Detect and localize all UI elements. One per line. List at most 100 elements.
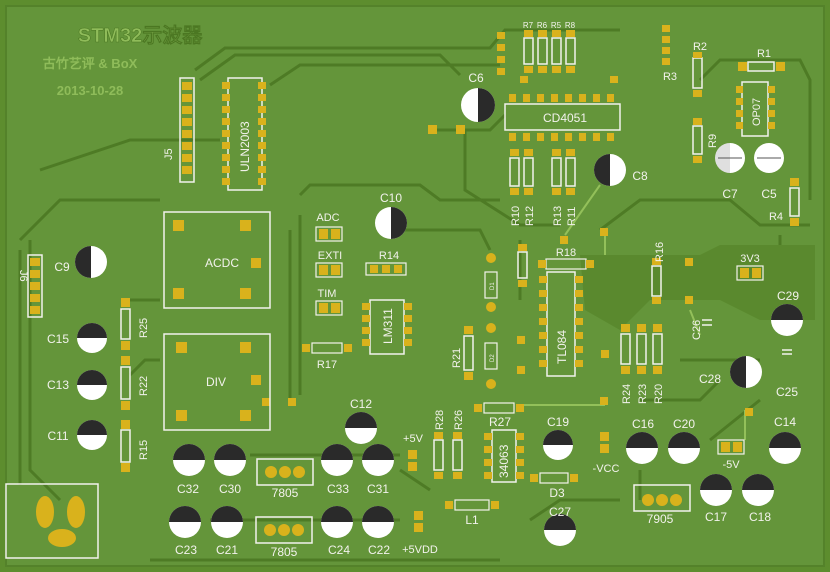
label-uln2003: ULN2003 — [238, 121, 252, 172]
label-acdc: ACDC — [205, 256, 239, 270]
label-r22: R22 — [138, 376, 150, 396]
label-r9: R9 — [707, 134, 719, 148]
diode-d3: D3 — [530, 472, 578, 500]
label-d2: D2 — [490, 354, 496, 362]
resistors-r10-r13: R10 R12 R13 R11 — [509, 149, 578, 226]
jumper-tim: TIM — [315, 288, 343, 316]
label-c33: C33 — [327, 482, 349, 496]
label-c27: C27 — [549, 505, 571, 519]
j6-header: J6 — [17, 254, 43, 318]
label-d3: D3 — [549, 486, 565, 500]
regulator-7905: 7905 — [633, 484, 691, 526]
capacitor-c13: C13 — [47, 370, 107, 400]
capacitor-c21: C21 — [211, 506, 243, 557]
label-r17: R17 — [317, 359, 337, 371]
label-c8: C8 — [632, 169, 648, 183]
label-exti: EXTI — [318, 250, 342, 262]
resistor-r1: R1 — [738, 48, 785, 72]
label-r2: R2 — [693, 41, 707, 53]
tl084-ic: TL084 — [539, 271, 583, 377]
resistor-unlabeled — [517, 244, 528, 287]
label-c28: C28 — [699, 372, 721, 386]
power-jack — [5, 483, 99, 559]
regulator-7805-b: 7805 — [255, 516, 313, 559]
label-cd4051: CD4051 — [543, 111, 587, 125]
resistor-r18: R18 — [538, 247, 594, 270]
label-r18: R18 — [556, 247, 576, 259]
label-c26: C26 — [691, 320, 703, 340]
label-r12: R12 — [524, 206, 536, 226]
capacitor-c25: C25 — [776, 349, 798, 399]
capacitor-c32: C32 — [173, 444, 205, 496]
label-j6: J6 — [17, 270, 29, 282]
capacitor-c20: C20 — [668, 417, 700, 464]
board-title: STM32示波器 — [78, 24, 203, 47]
resistors-r26-r28: R28 R26 — [433, 410, 465, 479]
resistor-bank-top: R7 R6 R5 R8 — [523, 21, 576, 73]
label-c15: C15 — [47, 332, 69, 346]
label-r21: R21 — [451, 348, 463, 368]
label-c19: C19 — [547, 415, 569, 429]
label-tim: TIM — [318, 288, 337, 300]
label-c9: C9 — [54, 260, 70, 274]
uln2003-ic: ULN2003 — [222, 77, 266, 191]
capacitor-c31: C31 — [362, 444, 394, 496]
capacitor-c28: C28 — [699, 356, 762, 388]
label-c6: C6 — [468, 71, 484, 85]
label-minus5v: -5V — [722, 459, 740, 471]
label-r24: R24 — [621, 384, 633, 404]
board-subtitle: 古竹艺评 & BoX — [43, 56, 138, 71]
label-c17: C17 — [705, 510, 727, 524]
resistors-r20-r24: R24 R23 R20 — [620, 324, 665, 404]
resistor-r27: R27 — [474, 402, 524, 429]
resistor-r2: R2 — [692, 41, 707, 97]
label-plus5v: +5V — [403, 433, 424, 445]
capacitor-c12: C12 — [345, 397, 377, 444]
lm311-ic: LM311 — [362, 299, 412, 355]
label-c23: C23 — [175, 543, 197, 557]
capacitor-c15: C15 — [47, 323, 107, 353]
label-c32: C32 — [177, 482, 199, 496]
resistor-r21: R21 — [451, 326, 474, 380]
label-c24: C24 — [328, 543, 350, 557]
capacitor-c19: C19 — [543, 415, 573, 460]
diode-d2: D2 — [484, 323, 498, 389]
ic-34063: 34063 — [484, 429, 524, 483]
resistor-r16: R16 — [651, 242, 666, 304]
resistors-left: R25 R22 R15 — [120, 298, 150, 472]
capacitor-c10: C10 — [375, 191, 407, 239]
label-adc: ADC — [316, 212, 339, 224]
j5-header: J5 — [163, 77, 195, 183]
capacitor-c30: C30 — [214, 444, 246, 496]
inductor-l1: L1 — [445, 499, 499, 527]
via-tl084-right — [601, 350, 609, 358]
label-r4: R4 — [769, 211, 783, 223]
label-r28: R28 — [434, 410, 446, 430]
acdc-relay: ACDC — [163, 211, 271, 309]
diode-d1: D1 — [484, 253, 498, 312]
label-7805-a: 7805 — [272, 486, 299, 500]
small-header-top — [497, 32, 618, 83]
capacitor-c29: C29 — [771, 289, 803, 336]
label-l1: L1 — [465, 513, 479, 527]
r3-header — [662, 25, 670, 65]
resistor-r14: R14 — [365, 250, 407, 276]
jumper-3v3: 3V3 — [736, 253, 764, 281]
resistor-r9: R9 — [692, 118, 719, 163]
via-near-d2 — [517, 336, 525, 344]
label-c7: C7 — [722, 187, 738, 201]
label-r5: R5 — [551, 21, 562, 30]
label-c22: C22 — [368, 543, 390, 557]
capacitor-c7: C7 — [715, 143, 745, 201]
label-r15: R15 — [138, 440, 150, 460]
board-date: 2013-10-28 — [57, 83, 124, 98]
capacitor-c9: C9 — [54, 246, 107, 278]
label-tl084: TL084 — [555, 330, 569, 364]
capacitor-c8: C8 — [594, 154, 648, 186]
capacitor-c23: C23 — [169, 506, 201, 557]
label-c21: C21 — [216, 543, 238, 557]
label-c29: C29 — [777, 289, 799, 303]
capacitor-c22: C22 — [362, 506, 394, 557]
capacitor-c26: C26 — [691, 319, 712, 340]
label-r1: R1 — [757, 48, 771, 60]
